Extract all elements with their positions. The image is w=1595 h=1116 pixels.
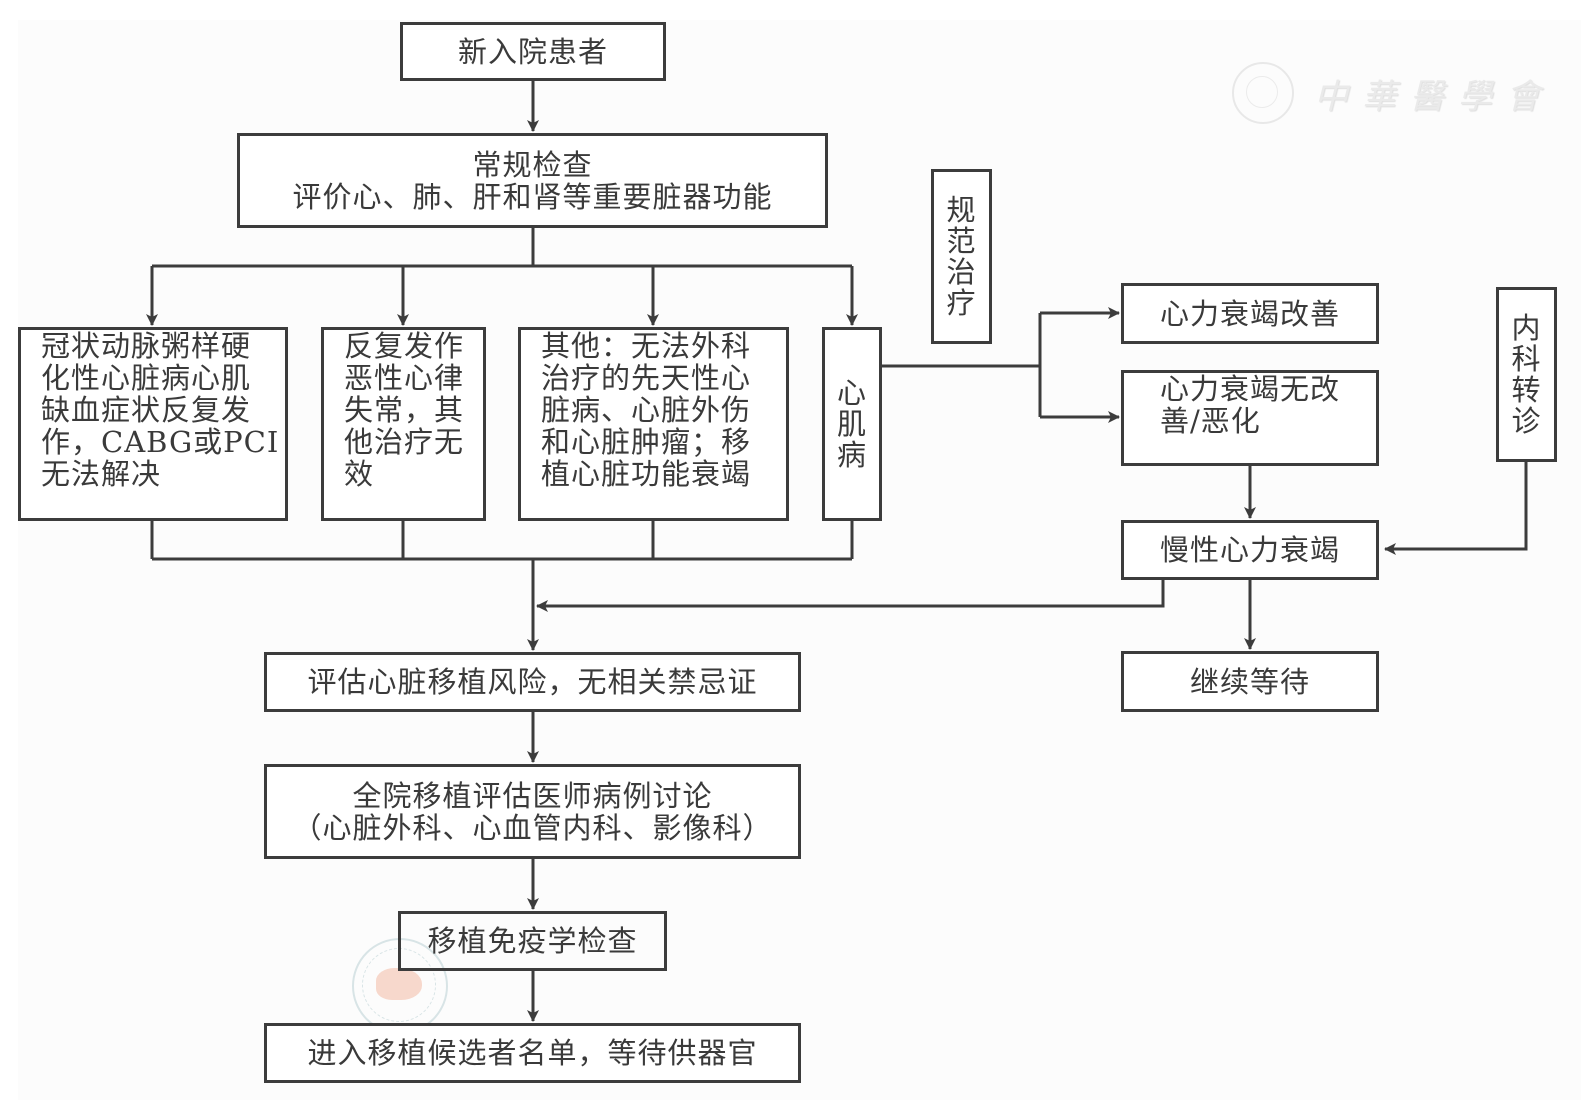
node-label-line: 无法解决 — [41, 457, 162, 491]
node-label-line: 心力衰竭无改 — [1160, 372, 1341, 406]
node-label: 慢性心力衰竭 — [1159, 533, 1340, 567]
node-label-line: 脏病、心脏外伤 — [541, 393, 752, 427]
node-label-line: 善/恶化 — [1160, 404, 1261, 438]
node-label-char: 心 — [836, 375, 867, 410]
node-label-line: 植心脏功能衰竭 — [541, 457, 752, 491]
node-hf-improved: 心力衰竭改善 — [1121, 283, 1379, 344]
node-internal-referral: 内 科 转 诊 — [1496, 287, 1557, 462]
node-arrhythmia: 反复发作 恶性心律 失常，其 他治疗无 效 — [321, 327, 486, 521]
node-label-line: 冠状动脉粥样硬 — [41, 329, 252, 363]
node-new-patient: 新入院患者 — [400, 22, 666, 81]
watermark-text: 中華醫學會 — [1314, 76, 1554, 117]
node-cad: 冠状动脉粥样硬 化性心脏病心肌 缺血症状反复发 作，CABG或PCI 无法解决 — [18, 327, 288, 521]
node-label-line: 和心脏肿瘤；移 — [541, 425, 752, 459]
node-label-line: 作，CABG或PCI — [41, 425, 280, 459]
node-label-line: 恶性心律 — [344, 361, 465, 395]
node-label: 新入院患者 — [457, 34, 608, 69]
node-label-char: 转 — [1511, 372, 1542, 407]
node-label-char: 病 — [836, 437, 867, 472]
node-label: 心力衰竭改善 — [1159, 296, 1340, 331]
node-label-line2: （心脏外科、心血管内科、影像科） — [292, 810, 773, 845]
node-label-char: 肌 — [836, 406, 867, 441]
node-label: 评估心脏移植风险，无相关禁忌证 — [307, 665, 758, 699]
node-immunology: 移植免疫学检查 — [398, 911, 667, 971]
node-label-line1: 常规检查 — [472, 147, 593, 182]
watermark-top-right: 中華醫學會 — [1232, 62, 1554, 124]
node-case-discussion: 全院移植评估医师病例讨论 （心脏外科、心血管内科、影像科） — [264, 764, 801, 859]
label-char: 规 — [946, 192, 977, 227]
node-waitlist: 进入移植候选者名单，等待供器官 — [264, 1023, 801, 1083]
node-cardiomyopathy: 心 肌 病 — [822, 327, 882, 521]
node-label-line: 治疗的先天性心 — [541, 361, 752, 395]
node-label-line2: 评价心、肺、肝和肾等重要脏器功能 — [292, 179, 773, 214]
node-other: 其他：无法外科 治疗的先天性心 脏病、心脏外伤 和心脏肿瘤；移 植心脏功能衰竭 — [518, 327, 789, 521]
label-standard-treatment: 规 范 治 疗 — [931, 169, 992, 344]
node-label-line1: 全院移植评估医师病例讨论 — [352, 778, 713, 813]
node-label: 移植免疫学检查 — [427, 924, 638, 958]
node-label-line: 反复发作 — [344, 329, 465, 363]
node-routine-exam: 常规检查 评价心、肺、肝和肾等重要脏器功能 — [237, 133, 828, 228]
node-risk-assessment: 评估心脏移植风险，无相关禁忌证 — [264, 652, 801, 712]
node-label-line: 化性心脏病心肌 — [41, 361, 252, 395]
node-label-char: 科 — [1511, 341, 1542, 376]
association-seal-icon — [1232, 62, 1294, 124]
node-label-char: 内 — [1511, 310, 1542, 345]
node-label-line: 其他：无法外科 — [541, 329, 752, 363]
node-label-char: 诊 — [1511, 403, 1542, 438]
node-label: 进入移植候选者名单，等待供器官 — [307, 1036, 758, 1070]
label-char: 疗 — [946, 285, 977, 320]
node-label-line: 他治疗无 — [344, 425, 465, 459]
label-char: 范 — [946, 223, 977, 258]
node-label-line: 缺血症状反复发 — [41, 393, 252, 427]
node-label: 继续等待 — [1189, 664, 1310, 699]
node-hf-not-improved: 心力衰竭无改 善/恶化 — [1121, 370, 1379, 466]
node-continue-wait: 继续等待 — [1121, 651, 1379, 712]
node-chronic-hf: 慢性心力衰竭 — [1121, 520, 1379, 580]
label-char: 治 — [946, 254, 977, 289]
node-label-line: 失常，其 — [344, 393, 465, 427]
node-label-line: 效 — [344, 457, 375, 491]
